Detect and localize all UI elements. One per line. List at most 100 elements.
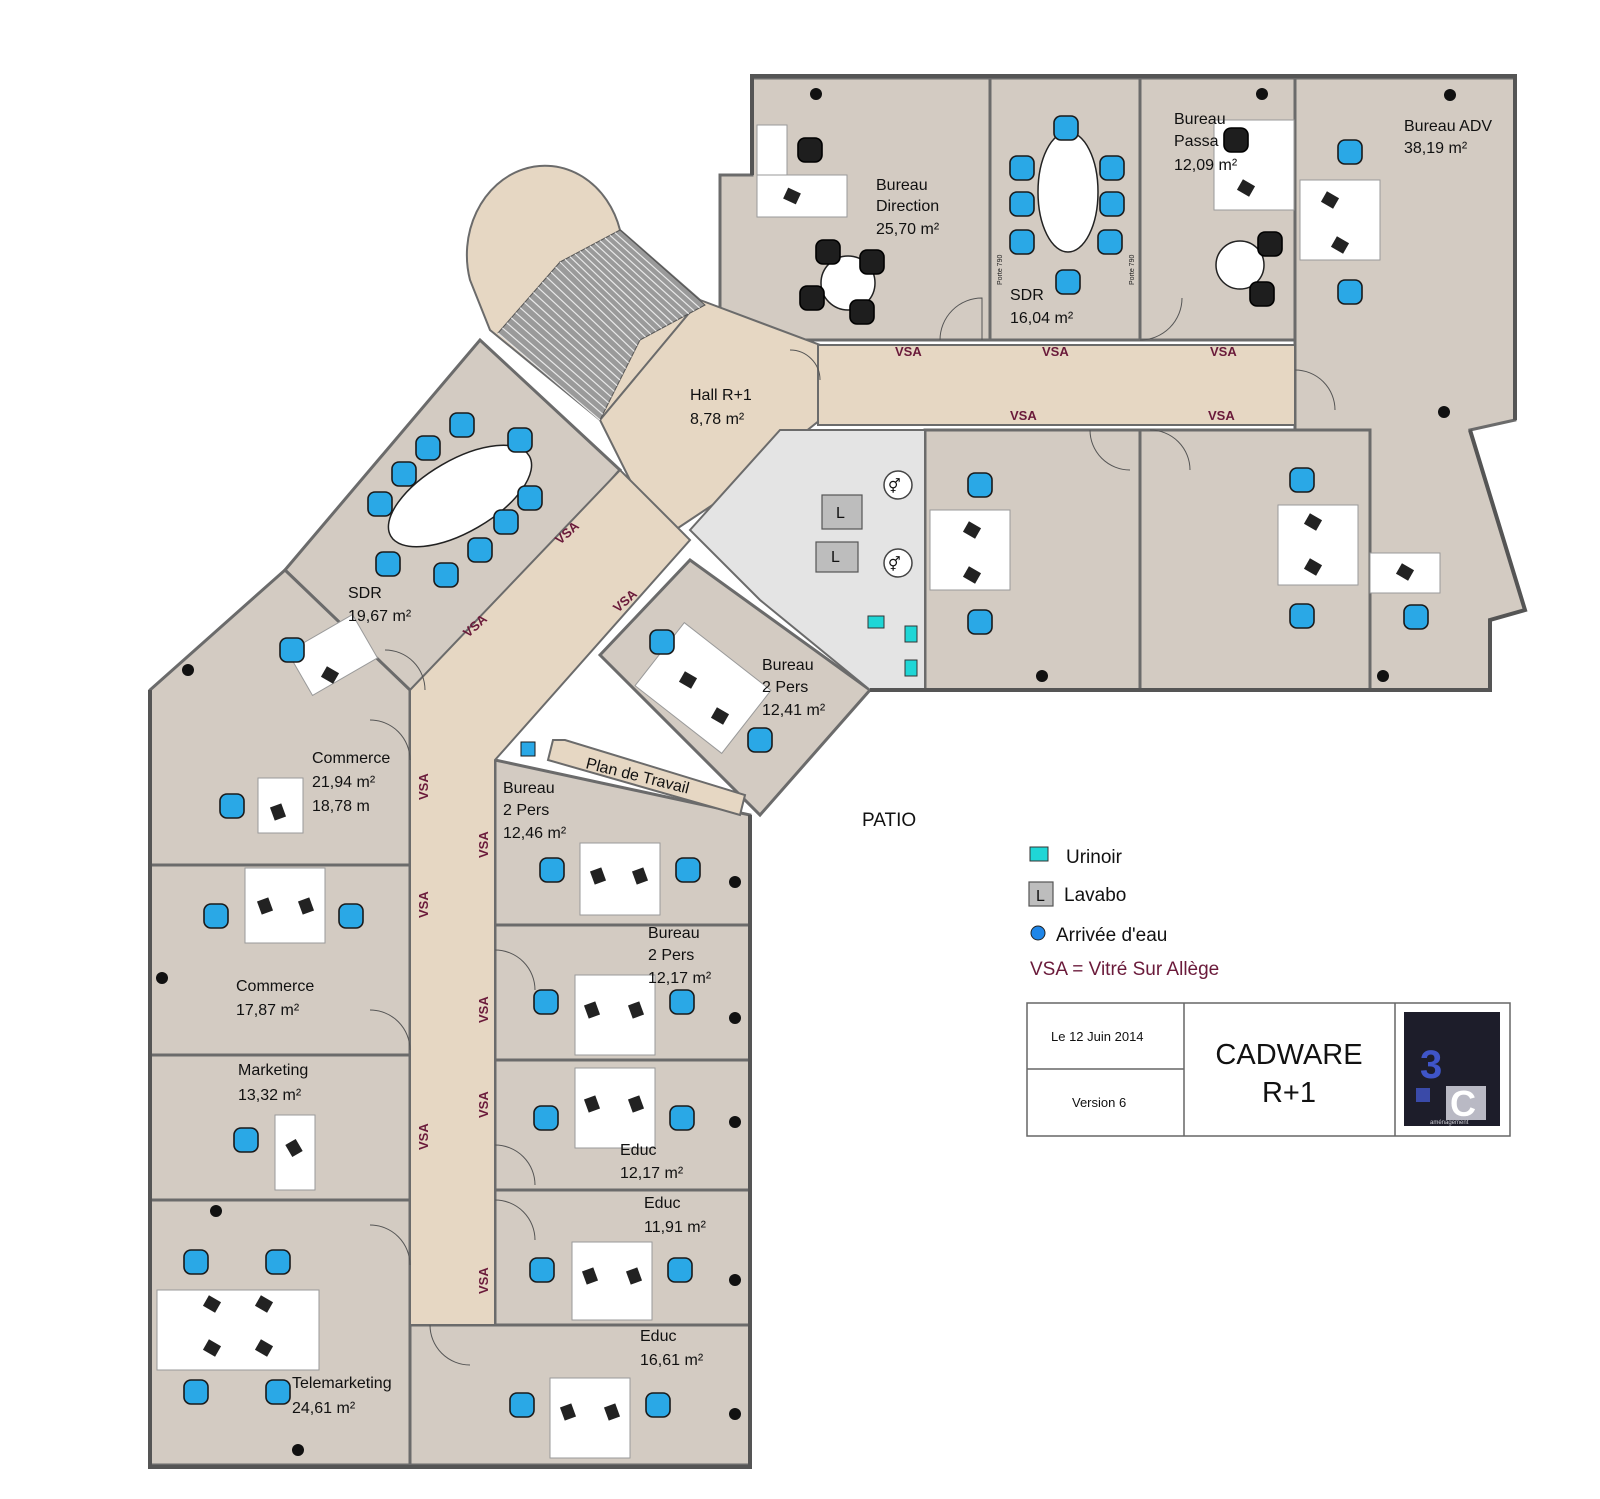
chair-icon — [667, 1257, 693, 1283]
room-name: Telemarketing — [292, 1375, 392, 1392]
computer-icon — [254, 1295, 274, 1313]
room-name: Bureau — [1174, 111, 1226, 128]
door-tag: Porte 790 — [1129, 255, 1136, 285]
computer-icon — [1303, 513, 1323, 531]
chair-icon — [815, 239, 841, 265]
chair-icon — [533, 989, 559, 1015]
chair-icon — [1249, 281, 1275, 307]
door-swing-icon — [384, 649, 426, 691]
room-area: 21,94 m² — [312, 774, 376, 791]
computer-icon — [627, 1001, 645, 1019]
stair-step — [519, 307, 615, 392]
door-swing-icon — [1294, 369, 1336, 411]
plant-icon — [1256, 88, 1268, 100]
chair-icon — [203, 903, 229, 929]
chair-icon — [533, 1105, 559, 1131]
vsa-tag: VSA — [476, 831, 491, 858]
door-swing-icon — [1139, 297, 1183, 341]
door-swing-icon — [939, 297, 983, 341]
room-name: Educ — [640, 1328, 676, 1345]
chair-icon — [338, 903, 364, 929]
stair-step — [528, 297, 621, 381]
desk-icon — [756, 124, 788, 176]
room-name: Commerce — [312, 750, 390, 767]
chair-icon — [797, 137, 823, 163]
room-name: Bureau ADV — [1404, 118, 1492, 135]
door-swing-icon — [789, 349, 821, 381]
stairs-icon — [497, 229, 706, 421]
chair-icon — [967, 609, 993, 635]
computer-icon — [678, 671, 698, 689]
stair-step — [569, 256, 652, 335]
computer-icon — [625, 1267, 643, 1285]
chair-icon — [1055, 269, 1081, 295]
room-area: 16,61 m² — [640, 1352, 704, 1369]
vsa-tag: VSA — [1042, 344, 1069, 359]
room-area: 12,46 m² — [503, 825, 567, 842]
room-name: 2 Pers — [503, 802, 549, 819]
stair-step — [502, 327, 604, 415]
stair-step — [579, 250, 663, 329]
chair-icon — [507, 427, 533, 453]
chair-icon — [449, 412, 475, 438]
legend: Urinoir L Lavabo Arrivée d'eau VSA = Vit… — [1028, 846, 1219, 980]
legend-urinoir: Urinoir — [1066, 847, 1123, 868]
chair-icon — [265, 1379, 291, 1405]
computer-icon — [583, 1095, 601, 1113]
room-area: 24,61 m² — [292, 1400, 356, 1417]
logo-caption: aménagement — [1430, 1120, 1469, 1126]
corridor-diagonal — [409, 468, 692, 1326]
computer-icon — [1330, 236, 1350, 254]
computer-icon — [710, 707, 730, 725]
conference-table-icon — [1037, 131, 1099, 253]
chair-icon — [859, 249, 885, 275]
urinal-icon — [1029, 846, 1049, 862]
chair-icon — [493, 509, 519, 535]
chair-icon — [1337, 139, 1363, 165]
chair-icon — [375, 551, 401, 577]
computer-icon — [1395, 563, 1415, 581]
computer-icon — [962, 521, 982, 539]
room-name: Bureau — [648, 925, 700, 942]
room-name: Commerce — [236, 978, 314, 995]
stair-step — [589, 245, 673, 323]
plant-icon — [1036, 670, 1048, 682]
desk-icon — [574, 974, 656, 1056]
stair-step — [510, 317, 609, 404]
chair-icon — [183, 1379, 209, 1405]
stair-step — [609, 234, 695, 312]
company-logo: 3 C aménagement — [1404, 1012, 1500, 1126]
room-area: 19,67 m² — [348, 608, 412, 625]
computer-icon — [256, 897, 274, 915]
door-swing-icon — [494, 949, 536, 991]
chair-icon — [1289, 603, 1315, 629]
room-area: 17,87 m² — [236, 1002, 300, 1019]
toilet-sign-icon — [883, 470, 913, 500]
room-area: 12,17 m² — [620, 1165, 684, 1182]
stair-step — [541, 281, 629, 364]
computer-icon — [631, 867, 649, 885]
chair-icon — [675, 857, 701, 883]
computer-icon — [783, 187, 801, 205]
plant-icon — [156, 972, 168, 984]
desk-icon — [756, 174, 848, 218]
computer-icon — [320, 666, 340, 684]
vsa-tag: VSA — [1208, 408, 1235, 423]
toilet-sign-glyph: ⚥ — [888, 556, 901, 572]
water-point-icon — [520, 741, 536, 757]
plant-icon — [810, 88, 822, 100]
stair-step — [604, 237, 690, 315]
logo-letter: C — [1450, 1083, 1476, 1124]
vsa-tag: VSA — [476, 1267, 491, 1294]
plant-icon — [1444, 89, 1456, 101]
hall-corridors — [409, 164, 1296, 1326]
chair-icon — [367, 491, 393, 517]
room-name: Passa — [1174, 133, 1219, 150]
room-name: SDR — [1010, 287, 1044, 304]
urinal-icon — [904, 625, 918, 643]
room-name: SDR — [348, 585, 382, 602]
stair-step — [555, 266, 638, 347]
room-name: Hall R+1 — [690, 387, 752, 404]
door-swing-icon — [494, 1144, 536, 1186]
door-tag: Porte 790 — [997, 255, 1004, 285]
